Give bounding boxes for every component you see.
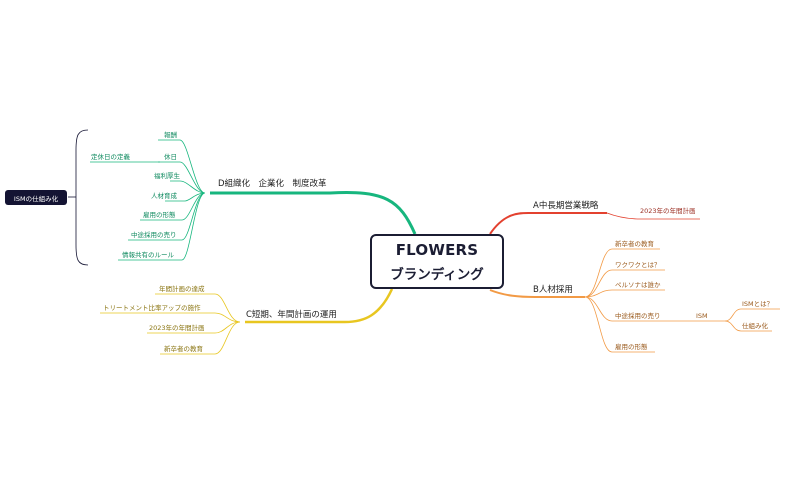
topic-b-ism-systematize[interactable]: 仕組み化 [742,322,768,330]
topic-b-employment-form[interactable]: 雇用の形態 [615,343,648,351]
topic-c-plan-achievement[interactable]: 年間計画の達成 [159,285,205,293]
topic-c-newgrad-education[interactable]: 新卒者の教育 [164,345,203,353]
topic-d-reward[interactable]: 報酬 [164,131,177,139]
branch-c-title[interactable]: C短期、年間計画の運用 [246,310,337,320]
branch-d-title[interactable]: D組織化 企業化 制度改革 [218,179,327,189]
branch-b-title[interactable]: B人材採用 [533,285,573,295]
central-title: FLOWERS [395,240,479,259]
topic-d-welfare[interactable]: 福利厚生 [154,172,180,180]
topic-b-midcareer[interactable]: 中途採用の売り [615,312,661,320]
branch-a-title[interactable]: A中長期営業戦略 [533,201,599,211]
topic-b-ism[interactable]: ISM [696,312,708,320]
central-subtitle: ブランディング [390,266,484,283]
topic-d-midcareer[interactable]: 中途採用の売り [131,231,177,239]
topic-d-employment-form[interactable]: 雇用の形態 [143,211,176,219]
topic-d-holiday[interactable]: 休日 [164,153,177,161]
floating-ism-node[interactable]: ISMの仕組み化 [5,190,67,205]
central-topic[interactable]: FLOWERS ブランディング [370,234,504,289]
topic-b-persona[interactable]: ペルソナは誰か [615,281,661,289]
topic-d-holiday-definition[interactable]: 定休日の定義 [91,153,130,161]
topic-c-treatment-ratio[interactable]: トリートメント比率アップの施作 [103,304,201,312]
topic-d-hr-development[interactable]: 人材育成 [151,192,177,200]
topic-b-excitement[interactable]: ワクワクとは？ [615,261,661,269]
topic-a-annual-plan[interactable]: 2023年の年間計画 [640,207,696,215]
topic-d-info-sharing[interactable]: 情報共有のルール [122,251,174,259]
topic-b-ism-what[interactable]: ISMとは？ [742,300,774,308]
topic-b-newgrad-education[interactable]: 新卒者の教育 [615,240,654,248]
topic-c-annual-plan[interactable]: 2023年の年間計画 [149,324,205,332]
